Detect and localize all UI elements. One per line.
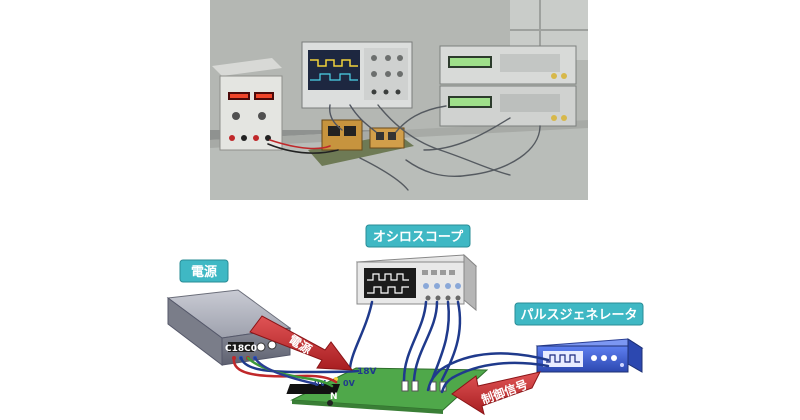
svg-text:電源: 電源 — [191, 264, 217, 280]
psu-display — [228, 342, 254, 352]
power-supply-label: 電源 — [179, 259, 229, 283]
scope-probe-2 — [412, 300, 439, 382]
svg-text:パルスジェネレータ: パルスジェネレータ — [520, 308, 637, 323]
svg-text:18V: 18V — [357, 367, 377, 377]
generator-cable-2 — [440, 361, 550, 394]
svg-text:C18C0: C18C0 — [225, 344, 257, 354]
scope-probe-5 — [348, 300, 374, 370]
generator-cable-1 — [426, 352, 550, 392]
power-cable-navy — [253, 356, 318, 386]
photo-test-board — [308, 119, 414, 166]
pulse-generator-label: パルスジェネレータ — [514, 302, 644, 326]
cables — [232, 300, 550, 394]
scope-probe-3 — [430, 300, 450, 382]
oscilloscope — [355, 253, 478, 312]
oscilloscope-label: オシロスコープ — [365, 224, 471, 248]
lab-setup-photo — [210, 0, 588, 200]
photo-cables — [267, 104, 541, 191]
svg-text:0V: 0V — [314, 379, 327, 388]
svg-text:オシロスコープ: オシロスコープ — [373, 230, 464, 245]
board-ic-chip — [286, 384, 341, 394]
pulse-generator — [535, 338, 644, 373]
power-cable-green — [246, 356, 334, 388]
power-arrow: 電源 — [249, 315, 354, 371]
scope-probe-4 — [440, 300, 462, 382]
power-cable-red — [232, 356, 338, 384]
photo-oscilloscope — [301, 41, 413, 109]
svg-text:N: N — [330, 392, 338, 402]
power-cable-blue — [239, 356, 360, 374]
setup-diagram: 電源 オシロスコープ パルスジェネレータ C18C0 — [166, 224, 644, 416]
svg-text:0V: 0V — [343, 379, 356, 388]
scope-probe-1 — [402, 300, 428, 382]
pulse-generator-screen — [543, 351, 583, 367]
photo-pulse-generators — [439, 45, 577, 127]
photo-power-supply — [212, 58, 283, 151]
circuit-board: 18V 0V 0V N — [286, 367, 489, 414]
